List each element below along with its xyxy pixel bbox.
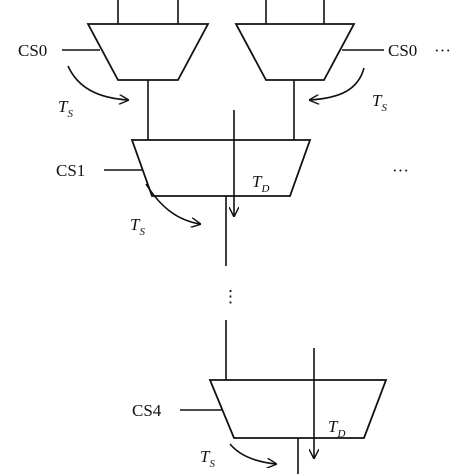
ts-arrow-top-right bbox=[310, 67, 365, 100]
cs0-right-dots: ··· bbox=[434, 41, 451, 60]
ts-label-cs1: TS bbox=[130, 215, 145, 238]
ts-label-top-left: TS bbox=[58, 97, 73, 120]
mux-top-right bbox=[234, 23, 356, 81]
cs0-right-label: CS0 bbox=[388, 41, 417, 60]
ts-label-top-right: TS bbox=[372, 91, 387, 114]
mux-top-left bbox=[86, 23, 210, 81]
td-label-cs1: TD bbox=[252, 172, 269, 195]
cs4-label: CS4 bbox=[132, 401, 162, 420]
cs1-label: CS1 bbox=[56, 161, 85, 180]
ts-label-cs4: TS bbox=[200, 447, 215, 470]
ts-arrow-cs4 bbox=[229, 443, 276, 464]
cs0-left-label: CS0 bbox=[18, 41, 47, 60]
cs1-dots: ··· bbox=[392, 161, 409, 180]
mux-cs1 bbox=[130, 139, 312, 197]
mux-cs4 bbox=[208, 379, 388, 439]
vertical-ellipsis: ⋮ bbox=[222, 287, 239, 306]
ts-arrow-top-left bbox=[67, 65, 128, 100]
td-label-cs4: TD bbox=[328, 417, 345, 440]
ts-arrow-cs1 bbox=[145, 183, 200, 224]
